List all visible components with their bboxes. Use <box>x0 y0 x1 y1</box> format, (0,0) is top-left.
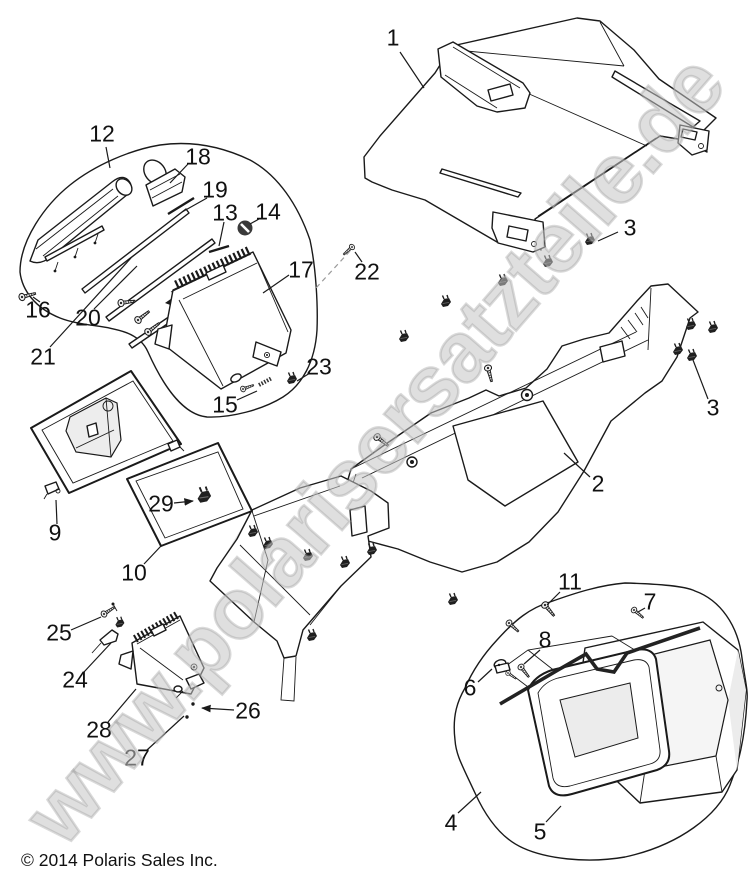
callout-3b: 3 <box>706 394 720 421</box>
dashed-leader-22 <box>315 250 351 289</box>
callout-3: 3 <box>623 214 637 241</box>
callout-11: 11 <box>558 568 582 595</box>
part-pin-13 <box>208 244 230 254</box>
rivet-dot <box>185 715 189 719</box>
clip-icon-24 <box>114 616 126 629</box>
callout-20: 20 <box>75 304 101 331</box>
part-dash-panel <box>209 283 699 702</box>
callout-29: 29 <box>148 490 174 517</box>
callout-22: 22 <box>354 258 380 285</box>
dash-center-opening <box>452 400 579 507</box>
part-door-9 <box>30 370 185 500</box>
clip-icon <box>707 320 719 334</box>
leader-lines <box>32 51 709 823</box>
callout-19: 19 <box>202 176 228 203</box>
clip-icon-3 <box>584 232 596 246</box>
callout-25: 25 <box>46 619 72 646</box>
part-ecm-28 <box>91 602 205 719</box>
screw-icon-25 <box>99 603 117 619</box>
part-striker-6 <box>493 659 511 674</box>
seal-top-channel <box>499 626 701 706</box>
callout-23: 23 <box>306 353 332 380</box>
callout-8: 8 <box>538 626 552 653</box>
callout-4: 4 <box>444 809 458 836</box>
clip-icon <box>306 628 318 642</box>
callout-10: 10 <box>121 559 147 586</box>
rivet-dot <box>191 702 195 706</box>
callout-14: 14 <box>255 198 281 225</box>
spring-15 <box>258 376 273 387</box>
screw-icon-dash2 <box>483 363 496 383</box>
callout-17: 17 <box>288 256 314 283</box>
callout-28: 28 <box>86 716 112 743</box>
callout-27: 27 <box>124 744 150 771</box>
screw-icon-dash <box>371 431 391 449</box>
part-glovebox-bin <box>499 626 701 797</box>
callout-24: 24 <box>62 666 88 693</box>
callout-26: 26 <box>235 697 261 724</box>
callout-6: 6 <box>463 674 477 701</box>
callout-15: 15 <box>212 391 238 418</box>
part-grommet <box>237 220 253 236</box>
clip-icon <box>440 294 452 308</box>
callout-1: 1 <box>386 24 400 51</box>
clip-icon <box>542 254 554 268</box>
detail-circle-louver-group <box>19 142 318 418</box>
copyright-text: © 2014 Polaris Sales Inc. <box>21 850 218 870</box>
clip-icon <box>447 592 459 606</box>
hood-left-spike <box>439 168 522 198</box>
callout-5: 5 <box>533 818 547 845</box>
part-steering-cover <box>209 475 390 702</box>
glovebox-detail-blob <box>453 582 748 861</box>
part-louver-duct <box>29 176 133 273</box>
part-hood <box>363 17 717 253</box>
callout-21: 21 <box>30 343 56 370</box>
callout-18: 18 <box>185 143 211 170</box>
part-ecm-17 <box>154 245 292 390</box>
clip-icon <box>398 329 410 343</box>
callout-13: 13 <box>212 199 238 226</box>
callout-7: 7 <box>643 588 657 615</box>
clip-icon <box>497 273 509 287</box>
part-rod-19 <box>167 196 195 216</box>
callout-9: 9 <box>48 519 62 546</box>
callout-16: 16 <box>25 296 51 323</box>
clip-icon-3b <box>686 348 698 362</box>
callout-12: 12 <box>89 120 115 147</box>
screw-icon-22 <box>341 242 357 258</box>
callout-2: 2 <box>591 470 605 497</box>
part-connector-24 <box>99 629 119 646</box>
